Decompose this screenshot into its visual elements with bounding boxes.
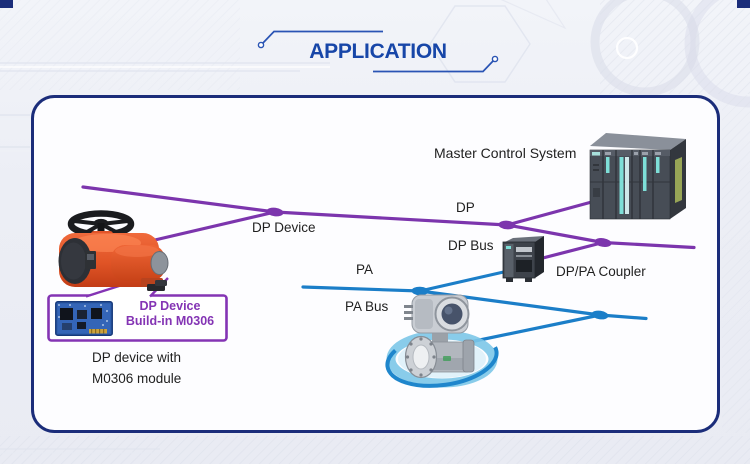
plc-rack-image xyxy=(589,133,686,220)
callout-line1: DP Device xyxy=(139,299,201,313)
circuit-node-icon xyxy=(257,41,265,49)
dp-pa-coupler-image xyxy=(502,236,544,282)
label-pa-bus: PA Bus xyxy=(345,299,389,314)
pcb-graphic xyxy=(55,301,113,336)
circuit-node-icon xyxy=(491,55,499,63)
page-title: APPLICATION xyxy=(309,40,447,63)
pa-bus-lines xyxy=(301,269,648,344)
dp-branch-actuator xyxy=(140,210,277,245)
dp-bus-lines xyxy=(81,185,696,261)
pa-bus-main-line xyxy=(301,285,648,321)
dp-branch-coupler xyxy=(537,240,605,261)
valve-actuator-image xyxy=(58,210,169,291)
dp-junction-dot xyxy=(266,207,284,217)
label-master-control-system: Master Control System xyxy=(434,145,577,161)
label-dp-bus: DP Bus xyxy=(448,238,494,253)
header-decor-bottom xyxy=(373,55,499,73)
corner-mark-left xyxy=(0,0,13,8)
label-dp: DP xyxy=(456,200,475,215)
pa-junction-dot xyxy=(411,286,429,296)
corner-mark-right xyxy=(737,0,750,8)
label-dp-device: DP Device xyxy=(252,220,316,235)
dp-branch-plc xyxy=(505,198,601,227)
dp-junction-dot xyxy=(498,220,516,230)
pa-junction-dot xyxy=(591,310,609,320)
pa-branch-coupler xyxy=(418,269,510,293)
header-decor-top xyxy=(257,30,383,49)
label-pa: PA xyxy=(356,262,374,277)
caption-line2: M0306 module xyxy=(92,371,182,386)
flow-meter-image xyxy=(385,294,499,388)
callout-line2: Build-in M0306 xyxy=(125,314,215,328)
pa-branch-flow-meter xyxy=(468,313,602,344)
diagram-container xyxy=(31,95,720,433)
m0306-circuit-board-image xyxy=(55,301,113,336)
callout-box-text: DP Device Build-in M0306 xyxy=(117,299,223,329)
caption-line1: DP device with xyxy=(92,350,182,365)
dp-junction-dot xyxy=(594,238,612,247)
label-dp-pa-coupler: DP/PA Coupler xyxy=(556,264,646,279)
